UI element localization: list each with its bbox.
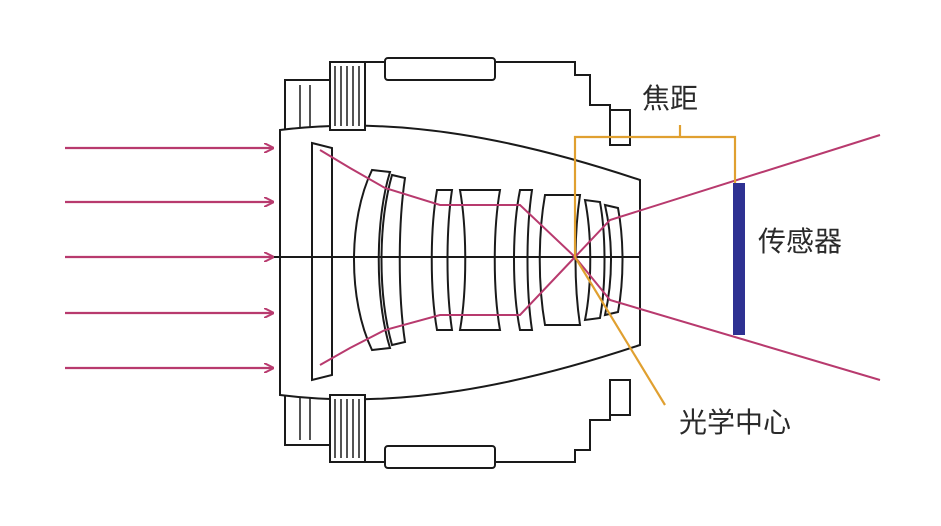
- optical-center-label: 光学中心: [679, 406, 792, 439]
- lens-barrel: [279, 57, 641, 469]
- barrel-knurling: [299, 66, 360, 458]
- refracted-rays: [319, 134, 881, 381]
- ray-path-upper: [319, 149, 881, 381]
- incoming-rays: [65, 148, 273, 368]
- lens-element-8: [583, 198, 606, 322]
- rear-mount-bottom: [609, 379, 631, 416]
- zoom-ring-bottom: [384, 445, 496, 469]
- zoom-ring-top: [384, 57, 496, 81]
- barrel-top-housing: [284, 61, 611, 130]
- sensor-label: 传感器: [758, 225, 843, 258]
- lens-element-1: [311, 141, 333, 382]
- sensor-plane: [733, 183, 745, 335]
- annotation-lines: [573, 125, 737, 406]
- barrel-inner-body: [279, 124, 641, 401]
- focal-length-bracket: [573, 135, 737, 257]
- focal-length-label: 焦距: [642, 82, 699, 115]
- lens-element-4: [430, 189, 454, 331]
- ray-path-lower: [319, 134, 881, 366]
- optical-center-leader: [574, 256, 666, 406]
- lens-element-7: [538, 194, 582, 326]
- lens-element-2: [353, 168, 392, 352]
- lens-element-3: [380, 173, 407, 347]
- rear-mount-top: [609, 109, 631, 146]
- lens-element-9: [603, 203, 624, 317]
- barrel-bottom-housing: [284, 395, 611, 463]
- lens-elements: [311, 141, 624, 382]
- lens-element-6: [513, 189, 534, 331]
- lens-element-5: [458, 189, 502, 331]
